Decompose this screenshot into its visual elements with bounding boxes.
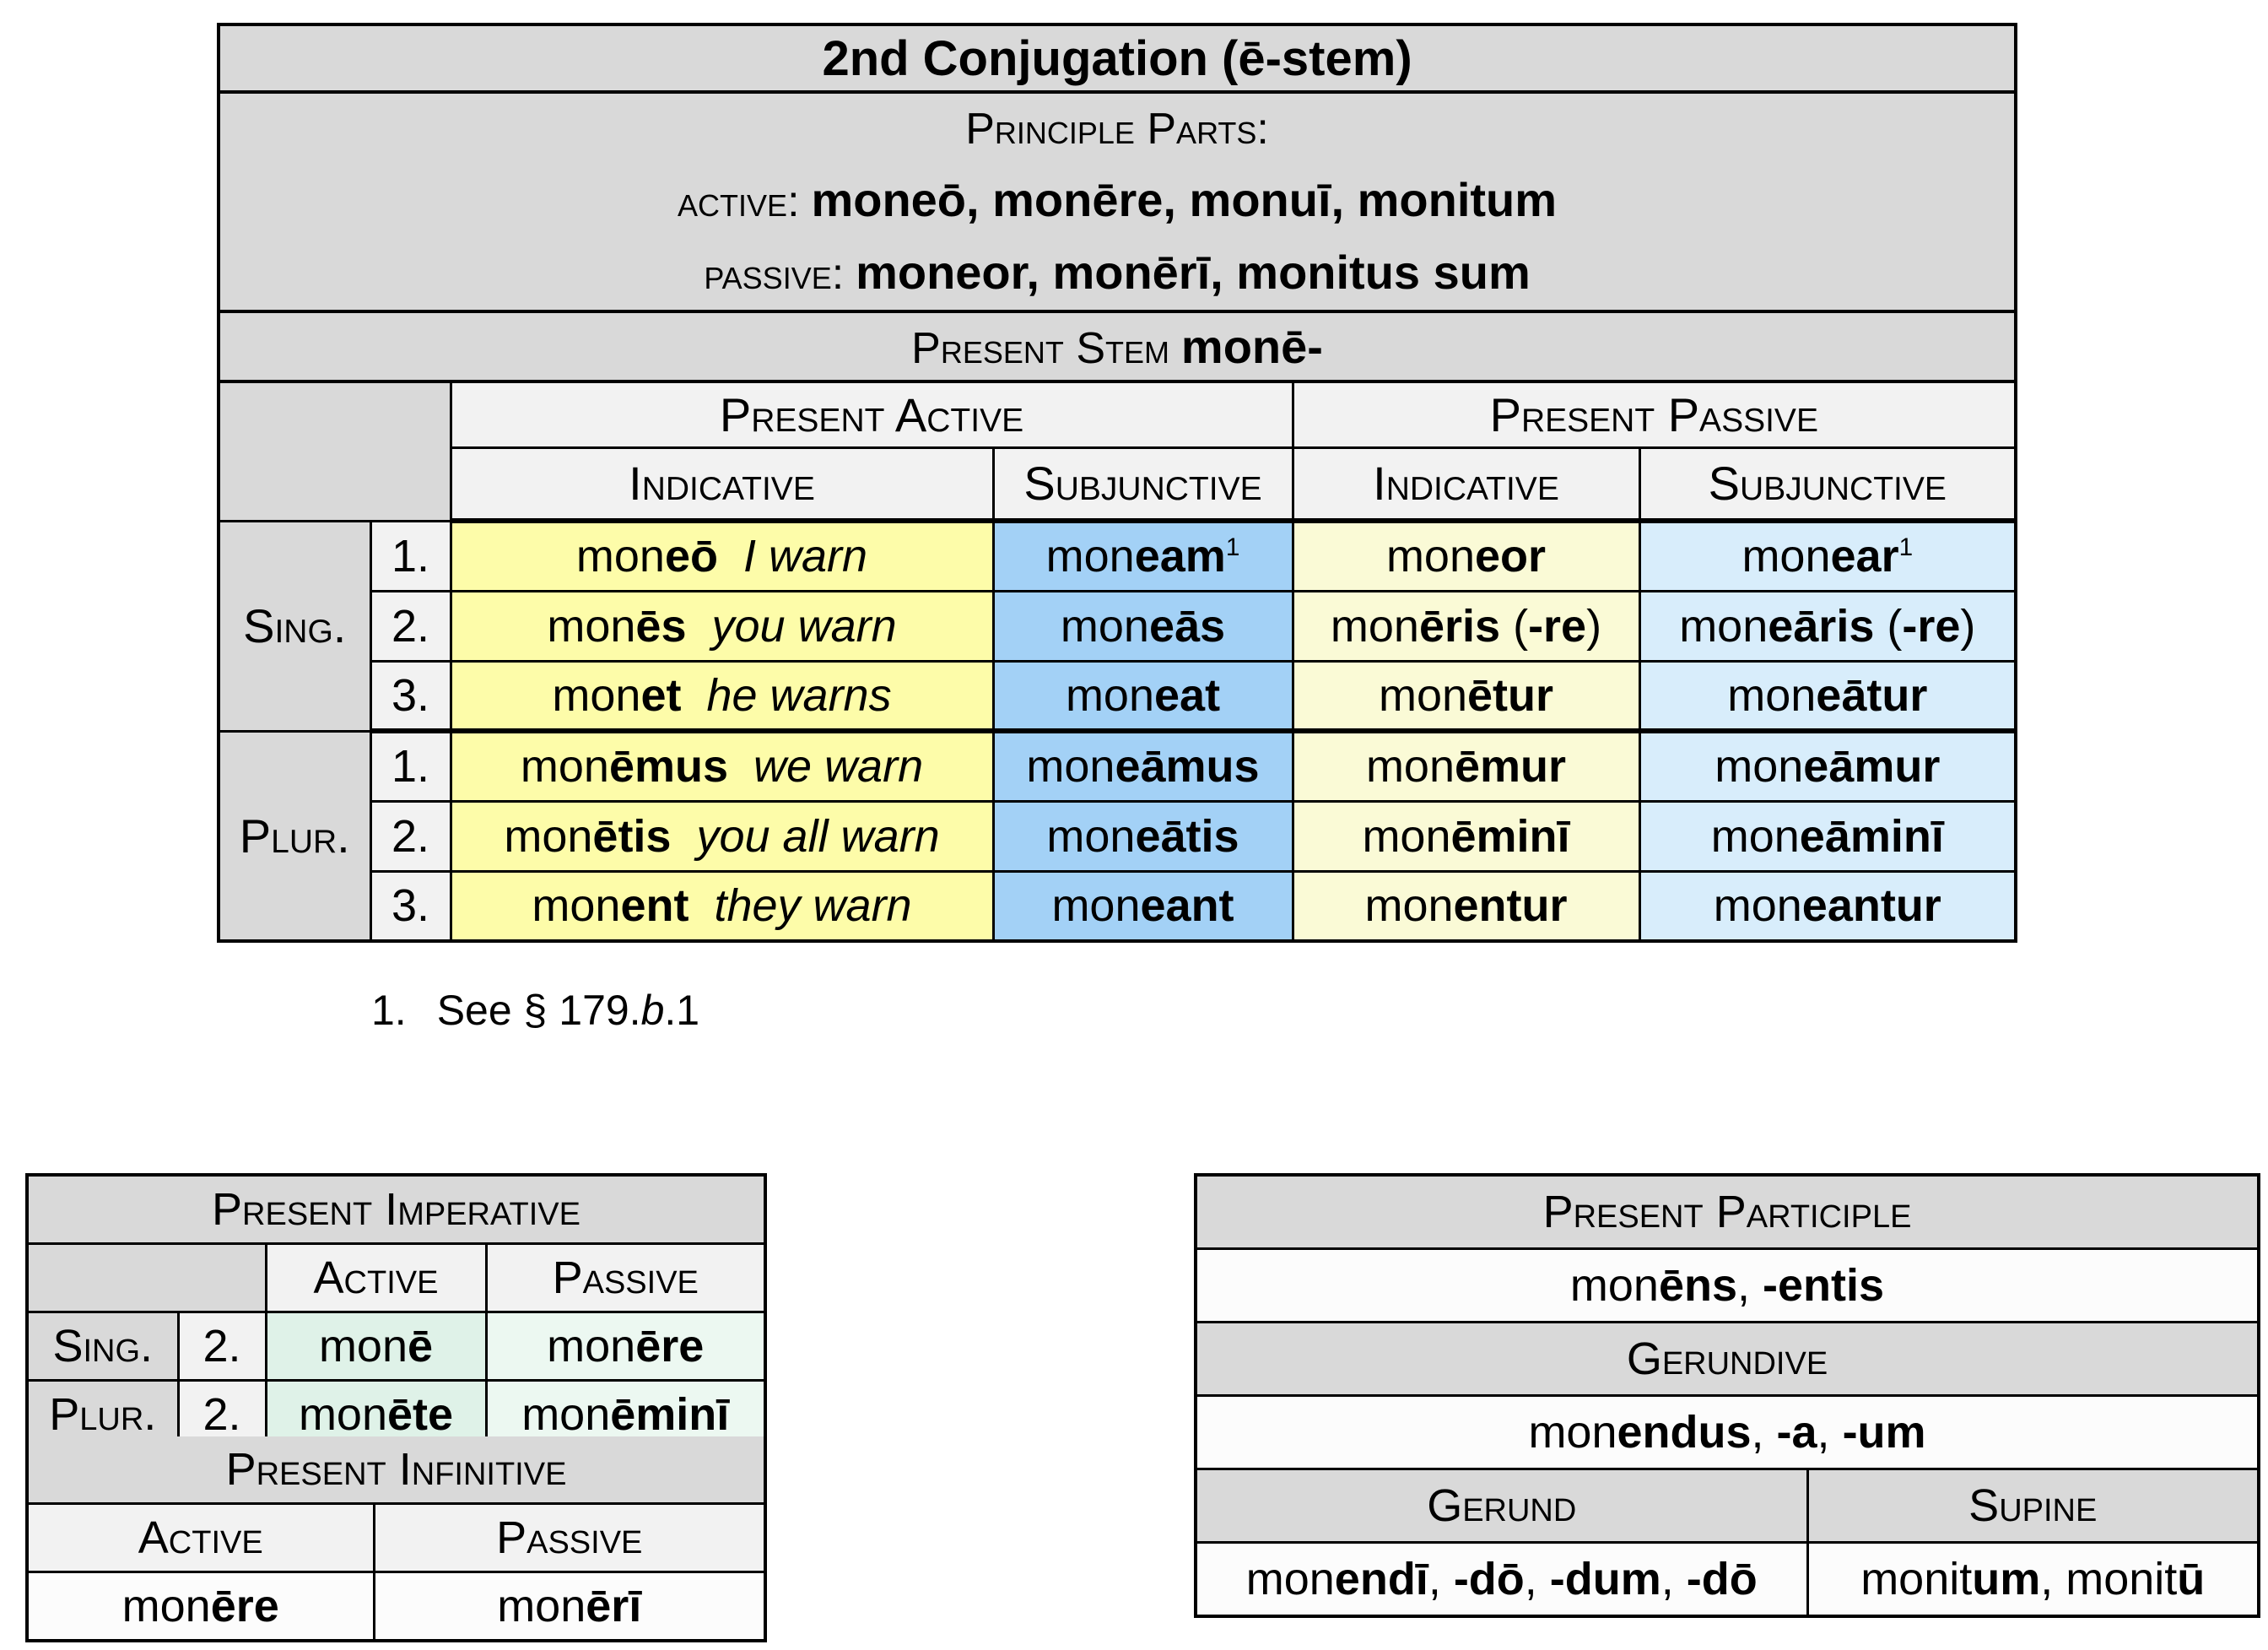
cell-3sg-active-subjunctive: moneat <box>991 659 1294 733</box>
supine-title: Supine <box>1806 1468 2260 1544</box>
cell-3pl-active-indicative: monent they warn <box>449 869 995 943</box>
gerundive-title: Gerundive <box>1194 1321 2260 1397</box>
cell-infinitive-active: monēre <box>25 1571 375 1642</box>
cell-3pl-passive-subjunctive: moneantur <box>1638 869 2017 943</box>
main-conjugation-table: 2nd Conjugation (ē-stem) Principle Parts… <box>217 23 2018 943</box>
person-number: 1. <box>369 729 452 803</box>
present-stem: Present Stem monē- <box>217 310 2017 383</box>
table-title: 2nd Conjugation (ē-stem) <box>217 23 2017 94</box>
cell-3sg-passive-indicative: monētur <box>1291 659 1641 733</box>
cell-1pl-passive-indicative: monēmur <box>1291 729 1641 803</box>
header-imperative-active: Active <box>264 1242 488 1313</box>
stub-singular: Sing. <box>217 519 372 733</box>
principal-parts-active: active: moneō, monēre, monuī, monitum <box>678 173 1558 226</box>
cell-gerund: monendī, -dō, -dum, -dō <box>1194 1541 1809 1618</box>
cell-1pl-active-subjunctive: moneāmus <box>991 729 1294 803</box>
person-number: 3. <box>369 659 452 733</box>
header-subjunctive-active: Subjunctive <box>991 446 1294 523</box>
cell-2sg-active-indicative: monēs you warn <box>449 589 995 663</box>
principal-parts: Principle Parts: active: moneō, monēre, … <box>217 90 2017 313</box>
person-number: 3. <box>369 869 452 943</box>
cell-1sg-active-indicative: moneō I warn <box>449 519 995 592</box>
cell-1sg-passive-subjunctive: monear1 <box>1638 519 2017 592</box>
corner-cell <box>25 1242 267 1313</box>
cell-2pl-passive-indicative: monēminī <box>1291 799 1641 873</box>
cell-1sg-active-subjunctive: moneam1 <box>991 519 1294 592</box>
footnote: 1. See § 179.b.1 <box>371 986 699 1035</box>
principal-parts-passive: passive: moneor, monērī, monitus sum <box>704 246 1531 299</box>
cell-2pl-active-indicative: monētis you all warn <box>449 799 995 873</box>
person-number: 1. <box>369 519 452 592</box>
person-number: 2. <box>369 799 452 873</box>
cell-3sg-passive-subjunctive: moneātur <box>1638 659 2017 733</box>
stub-plural: Plur. <box>217 729 372 943</box>
corner-cell <box>217 380 452 522</box>
header-indicative-active: Indicative <box>449 446 995 523</box>
cell-1pl-active-indicative: monēmus we warn <box>449 729 995 803</box>
person-number: 2. <box>176 1311 267 1382</box>
cell-1sg-passive-indicative: moneor <box>1291 519 1641 592</box>
gerund-title: Gerund <box>1194 1468 1809 1544</box>
cell-gerundive: monendus, -a, -um <box>1194 1394 2260 1470</box>
footnote-text: See § 179.b.1 <box>436 987 700 1034</box>
header-imperative-passive: Passive <box>484 1242 767 1313</box>
cell-2pl-active-subjunctive: moneātis <box>991 799 1294 873</box>
header-infinitive-active: Active <box>25 1502 375 1573</box>
infinitive-title: Present Infinitive <box>25 1436 767 1505</box>
cell-supine: monitum, monitū <box>1806 1541 2260 1618</box>
cell-2pl-passive-subjunctive: moneāminī <box>1638 799 2017 873</box>
header-indicative-passive: Indicative <box>1291 446 1641 523</box>
stub-singular: Sing. <box>25 1311 180 1382</box>
cell-present-participle: monēns, -entis <box>1194 1247 2260 1323</box>
cell-imperative-2sg-passive: monēre <box>484 1311 767 1382</box>
cell-imperative-2sg-active: monē <box>264 1311 488 1382</box>
cell-1pl-passive-subjunctive: moneāmur <box>1638 729 2017 803</box>
cell-3pl-active-subjunctive: moneant <box>991 869 1294 943</box>
cell-2sg-passive-indicative: monēris (-re) <box>1291 589 1641 663</box>
principal-parts-label: Principle Parts: <box>965 105 1269 154</box>
cell-2sg-active-subjunctive: moneās <box>991 589 1294 663</box>
header-present-active: Present Active <box>449 380 1294 449</box>
header-present-passive: Present Passive <box>1291 380 2017 449</box>
verbals-table: Present Participle monēns, -entis Gerund… <box>1194 1173 2260 1618</box>
imperative-table: Present Imperative Active Passive Sing. … <box>25 1173 767 1451</box>
cell-2sg-passive-subjunctive: moneāris (-re) <box>1638 589 2017 663</box>
cell-3sg-active-indicative: monet he warns <box>449 659 995 733</box>
imperative-title: Present Imperative <box>25 1173 767 1245</box>
footnote-number: 1. <box>371 987 407 1034</box>
person-number: 2. <box>369 589 452 663</box>
header-subjunctive-passive: Subjunctive <box>1638 446 2017 523</box>
infinitive-table: Present Infinitive Active Passive monēre… <box>25 1436 767 1642</box>
cell-infinitive-passive: monērī <box>372 1571 767 1642</box>
header-infinitive-passive: Passive <box>372 1502 767 1573</box>
cell-3pl-passive-indicative: monentur <box>1291 869 1641 943</box>
participle-title: Present Participle <box>1194 1173 2260 1250</box>
